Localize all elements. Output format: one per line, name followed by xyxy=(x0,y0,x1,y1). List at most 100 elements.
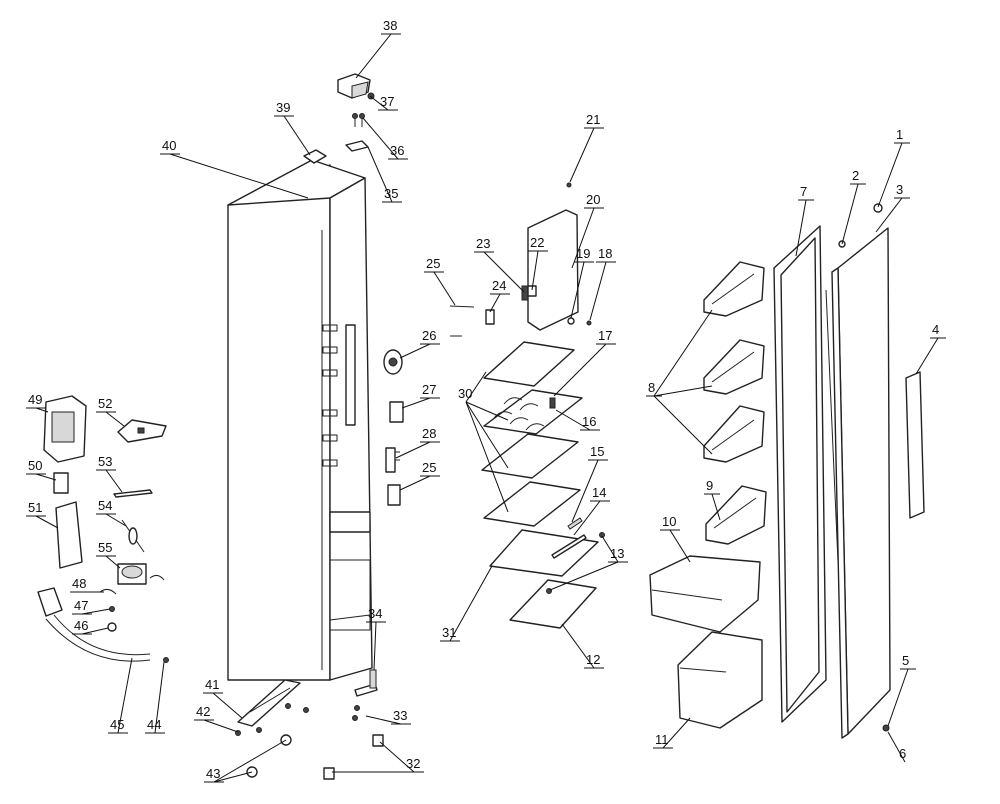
callout-label: 34 xyxy=(368,606,382,621)
dairy-bin xyxy=(705,485,767,545)
leader-line xyxy=(395,441,431,459)
callout-label: 9 xyxy=(706,478,713,493)
upper-drawer xyxy=(649,555,761,633)
leader-line xyxy=(915,337,939,375)
fan-assembly xyxy=(383,349,403,375)
leader-line xyxy=(105,555,121,569)
leader-line xyxy=(711,493,721,521)
callout-label: 55 xyxy=(98,540,112,555)
sealing-strip xyxy=(113,489,153,498)
callout-label: 35 xyxy=(384,186,398,201)
callout-label: 18 xyxy=(598,246,612,261)
callout-48: 48 xyxy=(70,576,104,593)
leader-line xyxy=(367,146,393,203)
callout-5: 5 xyxy=(887,653,916,727)
callout-34: 34 xyxy=(366,606,386,671)
bottom-hinge xyxy=(354,669,378,697)
callout-label: 22 xyxy=(530,235,544,250)
callout-label: 4 xyxy=(932,322,939,337)
callout-label: 27 xyxy=(422,382,436,397)
callout-4: 4 xyxy=(915,322,946,375)
callout-label: 53 xyxy=(98,454,112,469)
leader-line xyxy=(401,397,431,409)
leader-line xyxy=(203,719,239,733)
insulation-pad xyxy=(53,472,69,494)
callout-36: 36 xyxy=(362,117,408,160)
leader-line xyxy=(465,401,509,513)
callout-label: 14 xyxy=(592,485,606,500)
back-cover xyxy=(55,501,83,569)
leader-line xyxy=(570,261,585,319)
wire-clip xyxy=(99,588,117,595)
leader-line xyxy=(35,515,59,529)
callout-16: 16 xyxy=(555,409,600,431)
callout-label: 36 xyxy=(390,143,404,158)
leader-line xyxy=(465,371,487,403)
callout-label: 25 xyxy=(426,256,440,271)
callout-9: 9 xyxy=(704,478,721,521)
callout-42: 42 xyxy=(194,704,239,733)
callout-label: 19 xyxy=(576,246,590,261)
side-cover xyxy=(387,484,401,506)
callout-31: 31 xyxy=(440,565,493,642)
leader-line xyxy=(154,661,165,734)
leader-line xyxy=(571,207,595,269)
callout-label: 47 xyxy=(74,598,88,613)
panel-cover xyxy=(389,401,404,423)
leader-line xyxy=(35,473,57,481)
callout-12: 12 xyxy=(561,623,604,669)
callout-label: 11 xyxy=(655,732,669,747)
top-hinge-cover xyxy=(337,73,371,99)
leader-line xyxy=(81,608,111,615)
callout-label: 24 xyxy=(492,278,506,293)
leader-line xyxy=(212,692,243,719)
leader-line xyxy=(653,309,713,397)
callout-label: 38 xyxy=(383,18,397,33)
heater xyxy=(121,519,145,553)
bottom-support-plate xyxy=(237,679,301,727)
leader-line xyxy=(449,565,493,642)
callout-label: 32 xyxy=(406,756,420,771)
callout-3: 3 xyxy=(875,182,910,233)
callout-52: 52 xyxy=(96,396,125,427)
callout-label: 5 xyxy=(902,653,909,668)
callout-label: 21 xyxy=(586,112,600,127)
leader-line xyxy=(662,717,691,749)
cable-bracket xyxy=(117,419,167,443)
door-indicator xyxy=(566,182,572,188)
callout-28: 28 xyxy=(395,426,440,459)
leader-line xyxy=(81,627,109,635)
leader-line xyxy=(213,771,253,783)
leader-line xyxy=(569,127,595,183)
callout-label: 17 xyxy=(598,328,612,343)
callout-47: 47 xyxy=(72,598,111,615)
clamp-screw xyxy=(109,606,115,612)
callout-39: 39 xyxy=(274,100,311,156)
callout-label: 2 xyxy=(852,168,859,183)
lower-crisper xyxy=(677,631,763,729)
callout-14: 14 xyxy=(573,485,610,536)
leader-line xyxy=(169,153,309,199)
callout-label: 54 xyxy=(98,498,112,513)
callout-13: 13 xyxy=(549,535,628,591)
bracket xyxy=(485,309,495,325)
adjustable-feet xyxy=(323,734,384,780)
callout-label: 50 xyxy=(28,458,42,473)
lamp-holder xyxy=(527,285,537,297)
callout-label: 20 xyxy=(586,192,600,207)
leader-line xyxy=(373,621,377,671)
callout-41: 41 xyxy=(203,677,243,719)
callout-10: 10 xyxy=(660,514,691,563)
screw xyxy=(586,320,592,326)
callout-label: 41 xyxy=(205,677,219,692)
glass-shelf xyxy=(483,341,575,387)
callout-22: 22 xyxy=(528,235,548,291)
door-bin xyxy=(703,339,765,395)
callout-32: 32 xyxy=(332,741,424,773)
callout-50: 50 xyxy=(26,458,57,481)
leader-line xyxy=(589,261,607,321)
callout-label: 7 xyxy=(800,184,807,199)
callout-label: 10 xyxy=(662,514,676,529)
callout-20: 20 xyxy=(571,192,604,269)
door-top-cap xyxy=(873,203,883,213)
